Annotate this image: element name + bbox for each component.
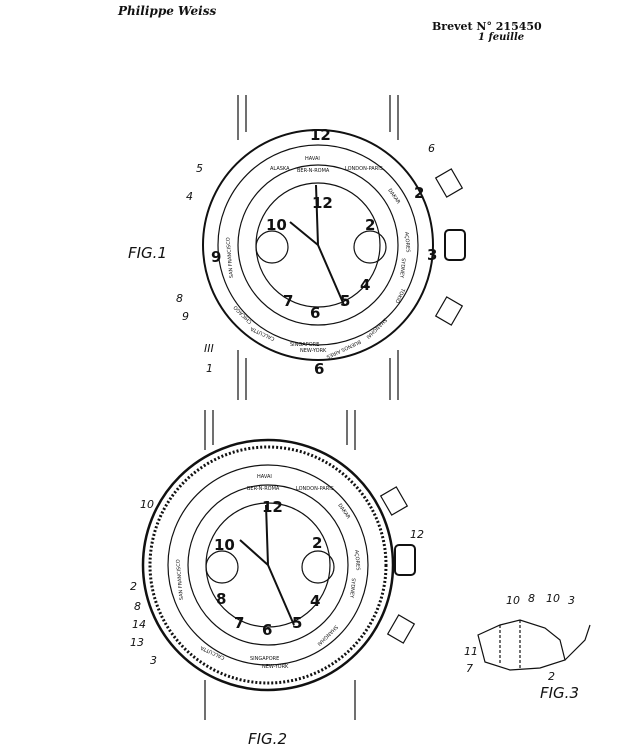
svg-text:AÇORES: AÇORES: [353, 550, 361, 571]
svg-text:9: 9: [211, 248, 221, 266]
svg-text:SYDNEY: SYDNEY: [348, 578, 356, 599]
svg-text:8: 8: [528, 592, 535, 605]
svg-text:NEW-YORK: NEW-YORK: [262, 664, 289, 670]
svg-text:4: 4: [310, 592, 320, 610]
svg-text:1: 1: [206, 362, 213, 375]
svg-text:5: 5: [196, 162, 203, 175]
svg-text:5: 5: [292, 614, 302, 632]
city-shanghai: SHANGHAI: [365, 317, 388, 340]
watch-figure-2: [141, 410, 416, 720]
svg-text:8: 8: [176, 292, 183, 305]
city-chicago: CHICAGO: [233, 304, 254, 325]
city-acores: AÇORES: [403, 232, 411, 253]
svg-text:SINGAPORE: SINGAPORE: [290, 342, 319, 348]
svg-text:5: 5: [340, 292, 350, 310]
svg-text:LONDON-PARIS: LONDON-PARIS: [296, 486, 334, 492]
svg-text:FIG.2: FIG.2: [248, 730, 287, 748]
svg-text:13: 13: [130, 636, 144, 649]
dial-numerals: 12 2 3 6 9 12 6 5 7 4 10 2 12 6 10 2 4 8…: [211, 126, 437, 639]
svg-text:12: 12: [312, 194, 333, 212]
svg-text:2: 2: [130, 580, 137, 593]
svg-text:SAN FRANCISCO: SAN FRANCISCO: [175, 559, 185, 600]
svg-text:FIG.1: FIG.1: [128, 244, 167, 262]
watch-figure-1: [202, 95, 466, 400]
svg-text:3: 3: [427, 246, 437, 264]
svg-text:DAKAR: DAKAR: [336, 503, 351, 521]
inventor-name: Philippe Weiss: [118, 4, 217, 18]
svg-text:2: 2: [312, 534, 322, 552]
svg-text:7: 7: [234, 614, 244, 632]
city-tokio: TOKIO: [394, 286, 407, 304]
svg-text:LONDON-PARIS: LONDON-PARIS: [345, 166, 383, 172]
svg-text:FIG.3: FIG.3: [540, 684, 579, 702]
svg-text:CALCUTTA: CALCUTTA: [199, 644, 226, 661]
patent-number: Brevet N° 215450: [432, 20, 542, 33]
svg-text:HAVAI: HAVAI: [257, 474, 272, 480]
svg-text:BER-N-ROMA: BER-N-ROMA: [247, 486, 280, 492]
svg-text:SINGAPORE: SINGAPORE: [250, 656, 279, 662]
svg-text:4: 4: [360, 276, 370, 294]
svg-text:10: 10: [546, 592, 560, 605]
svg-text:4: 4: [186, 190, 193, 203]
svg-text:2: 2: [365, 216, 375, 234]
svg-text:BER-N-ROMA: BER-N-ROMA: [297, 168, 330, 174]
svg-text:9: 9: [182, 310, 189, 323]
svg-text:14: 14: [132, 618, 146, 631]
svg-text:HAVAI: HAVAI: [305, 156, 320, 162]
svg-text:2: 2: [414, 184, 424, 202]
city-dakar: DAKAR: [386, 188, 401, 206]
city-sydney: SYDNEY: [398, 258, 406, 279]
cross-section-figure-3: [477, 619, 591, 671]
svg-text:7: 7: [466, 662, 473, 675]
svg-text:7: 7: [283, 292, 293, 310]
svg-text:3: 3: [568, 594, 575, 607]
svg-text:2: 2: [548, 670, 555, 683]
svg-text:8: 8: [216, 590, 226, 608]
svg-text:12: 12: [262, 498, 283, 516]
svg-text:10: 10: [214, 536, 235, 554]
svg-text:12: 12: [410, 528, 424, 541]
svg-text:6: 6: [314, 360, 324, 378]
sheet-count: 1 feuille: [478, 32, 525, 43]
svg-text:6: 6: [262, 621, 272, 639]
figure-labels: FIG.1 FIG.2 FIG.3: [128, 244, 579, 748]
reference-numerals: 5 4 6 8 9 III 1 10 12 2 8 14 13 3 10 8 1…: [130, 142, 575, 683]
svg-text:III: III: [204, 342, 214, 355]
svg-text:NEW-YORK: NEW-YORK: [300, 348, 327, 354]
svg-text:3: 3: [150, 654, 157, 667]
svg-text:8: 8: [134, 600, 141, 613]
svg-text:12: 12: [310, 126, 331, 144]
svg-text:10: 10: [140, 498, 154, 511]
svg-text:6: 6: [310, 304, 320, 322]
city-san-francisco: SAN FRANCISCO: [225, 237, 235, 278]
svg-text:10: 10: [266, 216, 287, 234]
svg-text:10: 10: [506, 594, 520, 607]
svg-text:ALASKA: ALASKA: [270, 166, 290, 172]
svg-text:11: 11: [464, 645, 478, 658]
city-ring-labels: HAVAI ALASKA BER-N-ROMA LONDON-PARIS SIN…: [175, 156, 410, 670]
svg-text:6: 6: [428, 142, 435, 155]
